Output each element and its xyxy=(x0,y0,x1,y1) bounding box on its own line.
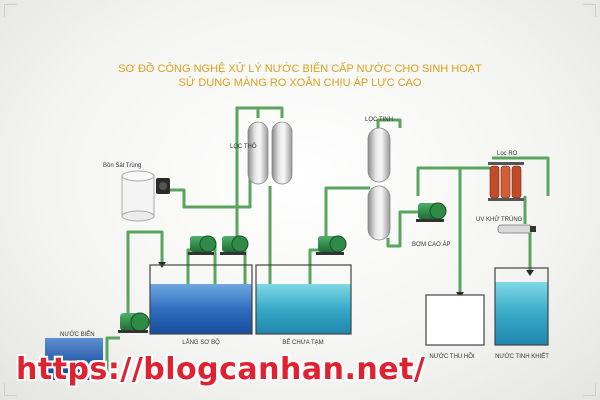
pure-tank-water xyxy=(495,282,548,345)
label-ro-filter: Lọc RO xyxy=(497,151,518,157)
pump-settling-2 xyxy=(220,235,249,255)
label-pure-water: NƯỚC TINH KHIẾT xyxy=(495,353,549,360)
pipe-to-ro xyxy=(416,166,490,196)
label-intermediate-tank: BỂ CHỨA TẠM xyxy=(282,339,323,346)
pump-intake xyxy=(118,312,150,333)
pipe-to-fine xyxy=(324,186,370,238)
frame-corner xyxy=(583,383,596,396)
settling-tank-water xyxy=(150,284,252,334)
frame-corner xyxy=(4,4,17,17)
pipe-fine-out xyxy=(386,210,418,248)
coarse-filter xyxy=(247,121,293,185)
label-reject-water: NƯỚC THU HỒI xyxy=(429,353,474,360)
arrow-into-pure xyxy=(526,270,534,276)
label-high-pressure-pump: BƠM CAO ÁP xyxy=(412,241,450,248)
intermediate-tank xyxy=(255,264,352,335)
frame-corner xyxy=(583,4,596,17)
fine-filter xyxy=(367,127,391,241)
label-seawater: NƯỚC BIỂN xyxy=(60,331,95,338)
watermark-url: https://blogcanhan.net/ xyxy=(16,352,426,387)
disinfection-tank xyxy=(121,170,155,222)
settling-tank xyxy=(149,264,253,335)
dosing-pump xyxy=(156,178,170,194)
pump-settling-1 xyxy=(188,235,217,255)
label-uv: UV KHỬ TRÙNG xyxy=(476,216,523,223)
pump-high-pressure xyxy=(416,202,447,222)
pump-intermediate xyxy=(316,235,347,255)
label-coarse-filter: LỌC THÔ xyxy=(230,143,257,150)
pipe-intake xyxy=(105,336,120,372)
uv-sterilizer xyxy=(497,224,536,234)
label-disinfection-tank: Bồn Sát Trùng xyxy=(103,163,141,169)
seawater-body xyxy=(45,338,103,380)
intermediate-tank-water xyxy=(256,284,351,334)
pipe-to-coarse xyxy=(235,106,260,238)
label-fine-filter: LỌC TINH xyxy=(365,117,393,123)
diagram-title-line2: SỬ DỤNG MÀNG RO XOẮN CHỊU ÁP LỰC CAO xyxy=(179,76,422,89)
ro-filter-rack xyxy=(488,162,524,201)
frame-corner xyxy=(4,383,17,396)
pipe-dosing xyxy=(170,176,252,209)
pipe-ro-top xyxy=(492,156,550,196)
pipe-coarse-link xyxy=(258,106,284,118)
pure-tank xyxy=(494,267,549,346)
pipe-fine-top xyxy=(376,118,402,128)
reject-tank xyxy=(425,294,485,346)
diagram-title-line1: SƠ ĐỒ CÔNG NGHỆ XỬ LÝ NƯỚC BIỂN CẤP NƯỚC… xyxy=(118,62,482,75)
label-settling-tank: LẮNG SƠ BỘ xyxy=(182,338,220,346)
